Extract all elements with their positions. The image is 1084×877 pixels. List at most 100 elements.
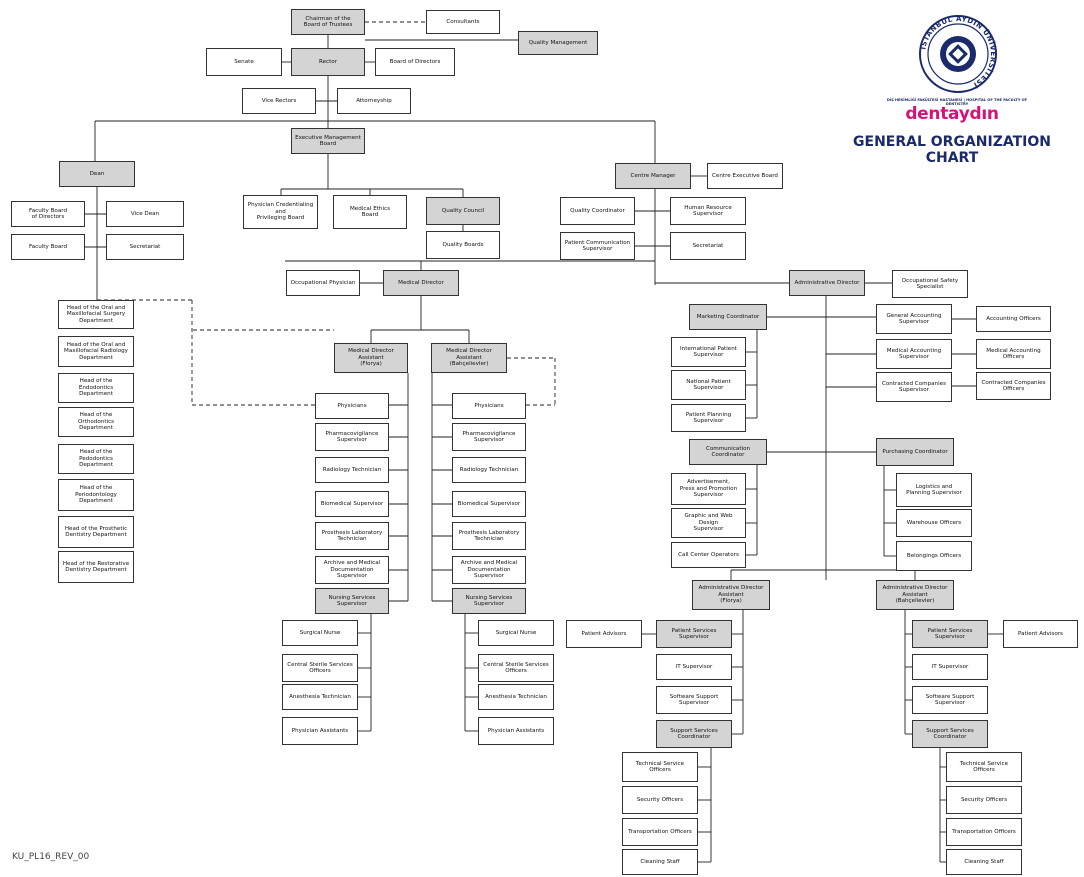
org-node-medical-accounting-officers: Medical Accounting Officers	[976, 339, 1051, 369]
org-node-p1-nursing-services: Nursing Services Supervisor	[315, 588, 389, 614]
org-node-administrative-director: Administrative Director	[789, 270, 865, 296]
org-node-advertisement: Advertisement, Press and Promotion Super…	[671, 473, 746, 505]
org-node-occupational-physician: Occupational Physician	[286, 270, 360, 296]
org-node-ada-florya: Administrative Director Assistant (Flory…	[692, 580, 770, 610]
org-node-medical-director: Medical Director	[383, 270, 459, 296]
org-node-quality-council: Quality Council	[426, 197, 500, 225]
org-node-ps1-it-supervisor: IT Supervisor	[656, 654, 732, 680]
org-node-p1-pharmacovigilance: Pharmacovigilance Supervisor	[315, 423, 389, 451]
org-node-head-oral-surgery: Head of the Oral and Maxillofacial Surge…	[58, 300, 134, 329]
org-node-ps1-software-support: Software Support Supervisor	[656, 686, 732, 714]
org-node-s2-technical-service: Technical Service Officers	[946, 752, 1022, 782]
org-node-marketing-coordinator: Marketing Coordinator	[689, 304, 767, 330]
org-node-patient-planning: Patient Planning Supervisor	[671, 404, 746, 432]
org-node-p1-prosthesis-lab: Prosthesis Laboratory Technician	[315, 522, 389, 550]
org-node-s1-cleaning-staff: Cleaning Staff	[622, 849, 698, 875]
org-node-n2-surgical-nurse: Surgical Nurse	[478, 620, 554, 646]
logo-prefix: dent	[905, 104, 949, 124]
chart-title: GENERAL ORGANIZATION CHART	[853, 134, 1051, 166]
university-seal-logo: ISTANBUL AYDIN ÜNİVERSİTESİ	[919, 15, 997, 93]
org-node-patient-comm-supervisor: Patient Communication Supervisor	[560, 232, 635, 260]
org-node-warehouse: Warehouse Officers	[896, 509, 972, 537]
org-node-n1-surgical-nurse: Surgical Nurse	[282, 620, 358, 646]
org-node-ps2-patient-services: Patient Services Supervisor	[912, 620, 988, 648]
org-node-quality-management: Quality Management	[518, 31, 598, 55]
org-node-belongings: Belongings Officers	[896, 541, 972, 571]
org-node-quality-coordinator: Quality Coordinator	[560, 197, 635, 225]
org-node-s1-technical-service: Technical Service Officers	[622, 752, 698, 782]
org-node-head-restorative: Head of the Restorative Dentistry Depart…	[58, 551, 134, 583]
org-node-head-periodontology: Head of the Periodontology Department	[58, 479, 134, 511]
org-node-faculty-board-of-directors: Faculty Board of Directors	[11, 201, 85, 227]
org-node-ps2-it-supervisor: IT Supervisor	[912, 654, 988, 680]
org-node-n1-physician-assistants: Physician Assistants	[282, 717, 358, 745]
org-node-dean: Dean	[59, 161, 135, 187]
seal-caption: DİŞ HEKİMLİĞİ FAKÜLTESİ HASTANESİ | HOSP…	[886, 98, 1028, 106]
org-node-p2-radiology-technician: Radiology Technician	[452, 457, 526, 483]
org-node-head-endodontics: Head of the Endodontics Department	[58, 373, 134, 403]
org-node-p2-nursing-services: Nursing Services Supervisor	[452, 588, 526, 614]
org-node-head-orthodontics: Head of the Orthodontics Department	[58, 407, 134, 437]
org-node-p2-prosthesis-lab: Prosthesis Laboratory Technician	[452, 522, 526, 550]
org-node-call-center: Call Center Operators	[671, 542, 746, 568]
org-node-n1-anesthesia-technician: Anesthesia Technician	[282, 684, 358, 710]
org-node-mda-bahcelievler: Medical Director Assistant (Bahçelievler…	[431, 343, 507, 373]
org-node-p1-archive-supervisor: Archive and Medical Documentation Superv…	[315, 556, 389, 584]
org-node-p2-physicians: Physicians	[452, 393, 526, 419]
org-node-logistics: Logistics and Planning Supervisor	[896, 473, 972, 507]
org-node-p1-radiology-technician: Radiology Technician	[315, 457, 389, 483]
org-node-accounting-officers: Accounting Officers	[976, 306, 1051, 332]
org-node-head-oral-radiology: Head of the Oral and Maxillofacial Radio…	[58, 336, 134, 367]
org-node-purchasing-coordinator: Purchasing Coordinator	[876, 438, 954, 466]
org-node-general-accounting: General Accounting Supervisor	[876, 304, 952, 334]
org-node-head-prosthetic: Head of the Prosthetic Dentistry Departm…	[58, 516, 134, 548]
org-node-n1-central-sterile: Central Sterile Services Officers	[282, 654, 358, 682]
org-node-p2-pharmacovigilance: Pharmacovigilance Supervisor	[452, 423, 526, 451]
org-node-national-patient: National Patient Supervisor	[671, 370, 746, 400]
org-node-ps2-software-support: Software Support Supervisor	[912, 686, 988, 714]
org-node-secretariat-centre: Secretariat	[670, 232, 746, 260]
org-node-vice-rectors: Vice Rectors	[242, 88, 316, 114]
org-node-communication-coordinator: Communication Coordinator	[689, 439, 767, 465]
org-node-ada-bahcelievler: Administrative Director Assistant (Bahçe…	[876, 580, 954, 610]
org-node-contracted-officers: Contracted Companies Officers	[976, 372, 1051, 400]
org-node-n2-anesthesia-technician: Anesthesia Technician	[478, 684, 554, 710]
org-node-ps1-patient-services: Patient Services Supervisor	[656, 620, 732, 648]
org-node-ps1-support-services: Support Services Coordinator	[656, 720, 732, 748]
org-node-n2-central-sterile: Central Sterile Services Officers	[478, 654, 554, 682]
org-node-n2-physician-assistants: Physician Assistants	[478, 717, 554, 745]
org-node-centre-manager: Centre Manager	[615, 163, 691, 189]
org-node-centre-executive-board: Centre Executive Board	[707, 163, 783, 189]
org-node-board-of-directors: Board of Directors	[375, 48, 455, 76]
org-node-p2-archive-supervisor: Archive and Medical Documentation Superv…	[452, 556, 526, 584]
org-node-patient-advisors-1: Patient Advisors	[566, 620, 642, 648]
org-node-intl-patient: International Patient Supervisor	[671, 337, 746, 367]
org-node-senate: Senate	[206, 48, 282, 76]
org-node-p2-biomedical-supervisor: Biomedical Supervisor	[452, 491, 526, 517]
document-code: KU_PL16_REV_00	[12, 852, 90, 862]
org-node-p1-physicians: Physicians	[315, 393, 389, 419]
org-node-attorneyship: Attorneyship	[337, 88, 411, 114]
logo-suffix: aydın	[948, 104, 999, 124]
org-node-physician-credentialing: Physician Credentialing and Privileging …	[243, 195, 318, 229]
org-node-chairman: Chairman of the Board of Trustees	[291, 9, 365, 35]
org-node-graphic-web: Graphic and Web Design Supervisor	[671, 508, 746, 538]
org-node-rector: Rector	[291, 48, 365, 76]
org-node-exec-mgmt-board: Executive Management Board	[291, 128, 365, 154]
org-node-s2-security-officers: Security Officers	[946, 786, 1022, 814]
dentaydin-logo: dentaydın	[826, 104, 1078, 124]
org-node-occupational-safety: Occupational Safety Specialist	[892, 270, 968, 298]
org-node-p1-biomedical-supervisor: Biomedical Supervisor	[315, 491, 389, 517]
org-node-ps2-support-services: Support Services Coordinator	[912, 720, 988, 748]
org-node-consultants: Consultants	[426, 10, 500, 34]
org-node-head-pedodontics: Head of the Pedodontics Department	[58, 444, 134, 474]
org-node-s1-transportation-officers: Transportation Officers	[622, 818, 698, 846]
org-node-s2-cleaning-staff: Cleaning Staff	[946, 849, 1022, 875]
brand-block: ISTANBUL AYDIN ÜNİVERSİTESİ DİŞ HEKİMLİĞ…	[826, 10, 1078, 166]
org-node-quality-boards: Quality Boards	[426, 231, 500, 259]
org-node-contracted-supervisor: Contracted Companies Supervisor	[876, 372, 952, 402]
org-node-secretariat-dean: Secretariat	[106, 234, 184, 260]
org-node-faculty-board: Faculty Board	[11, 234, 85, 260]
org-node-s1-security-officers: Security Officers	[622, 786, 698, 814]
